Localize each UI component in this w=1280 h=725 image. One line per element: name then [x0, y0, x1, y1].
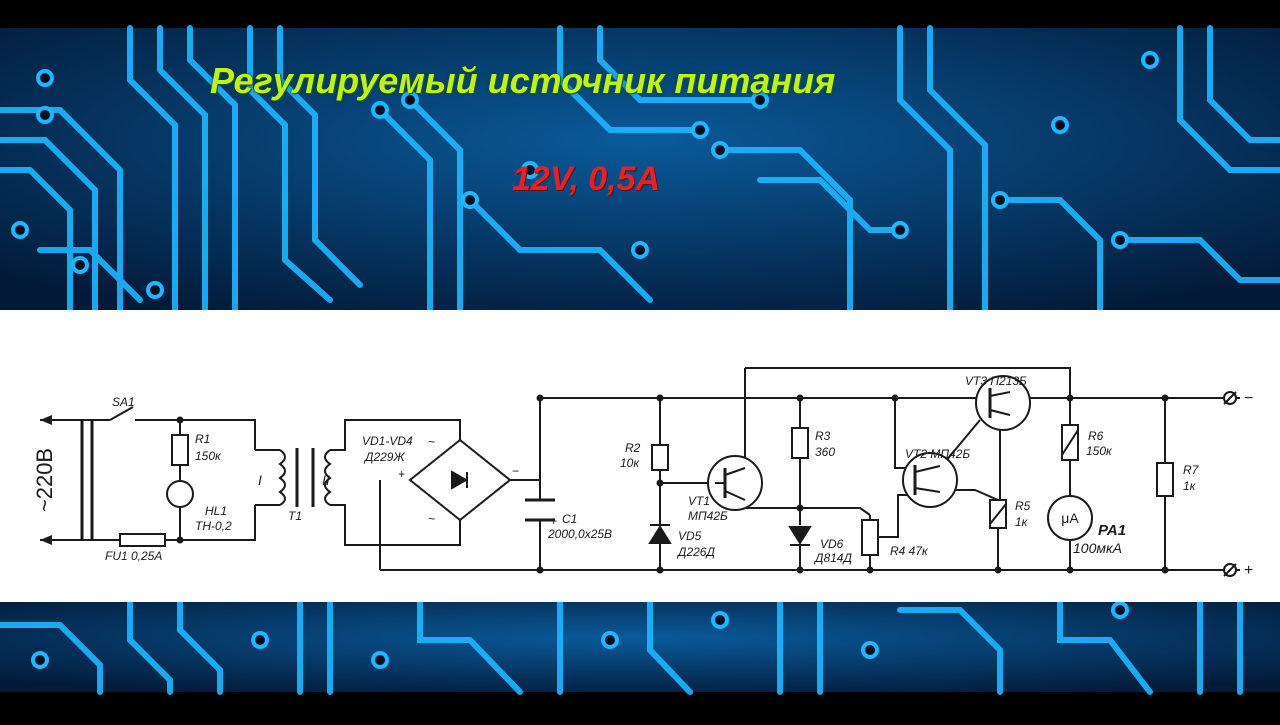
- label-c1: C1: [562, 512, 577, 526]
- label-vd1-vd4-value: Д229Ж: [363, 450, 405, 464]
- resistor-r1: [171, 434, 189, 466]
- label-sa1: SA1: [112, 395, 135, 409]
- label-bridge-minus: −: [512, 464, 519, 478]
- label-vt2: VT2 МП42Б: [905, 447, 970, 461]
- transistor-vt1: [707, 455, 763, 511]
- label-vt1-value: МП42Б: [688, 509, 728, 523]
- label-r2: R2: [625, 441, 641, 455]
- label-pa1: PA1: [1098, 522, 1126, 539]
- label-c1-value: 2000,0х25В: [547, 527, 612, 541]
- label-r1: R1: [195, 432, 210, 446]
- label-r3: R3: [815, 429, 831, 443]
- pcb-traces-top: [0, 25, 1280, 313]
- label-r2-value: 10к: [620, 456, 640, 470]
- label-out-minus: −: [1244, 390, 1253, 407]
- label-vd6-value: Д814Д: [813, 551, 852, 565]
- label-r4: R4 47к: [890, 544, 929, 558]
- coil-secondary: [324, 449, 332, 506]
- pcb-background-top: [0, 28, 1280, 310]
- potentiometer-r4: [861, 519, 879, 556]
- pcb-pads-bottom: [31, 601, 1129, 669]
- label-fu1: FU1 0,25A: [105, 549, 162, 563]
- schematic-components: [119, 375, 1237, 577]
- label-c1-plus: +: [550, 514, 557, 528]
- resistor-r7: [1156, 462, 1174, 497]
- zener-vd6: [788, 526, 812, 545]
- label-vt3: VT3 П213Б: [965, 374, 1027, 388]
- label-winding-1: I: [258, 472, 262, 488]
- label-vd1-vd4: VD1-VD4: [362, 434, 413, 448]
- label-r1-value: 150к: [195, 449, 222, 463]
- banner-subtitle: 12V, 0,5A: [512, 160, 661, 198]
- label-r7: R7: [1183, 463, 1200, 477]
- schematic-wires: [40, 367, 1240, 571]
- transistor-vt2: [902, 452, 958, 508]
- label-r5: R5: [1015, 499, 1031, 513]
- resistor-r2: [651, 444, 669, 471]
- mains-arrows: [40, 415, 52, 545]
- label-vd5: VD5: [678, 529, 702, 543]
- label-vd5-value: Д226Д: [676, 545, 715, 559]
- diode-vd5: [648, 525, 672, 544]
- pcb-pads-top: [11, 51, 1159, 299]
- label-bridge-ac-2: ~: [428, 512, 435, 526]
- label-out-plus: +: [1244, 562, 1253, 579]
- junction-dots: [176, 394, 1169, 574]
- label-bridge-plus: +: [398, 467, 405, 481]
- mains-label: ~220В: [32, 448, 57, 512]
- label-t1: T1: [288, 509, 302, 523]
- label-r7-value: 1к: [1183, 479, 1197, 493]
- pcb-background-bottom: [0, 602, 1280, 692]
- resistor-r3: [791, 427, 809, 459]
- label-r5-value: 1к: [1015, 515, 1029, 529]
- label-pa1-symbol: μA: [1061, 510, 1079, 526]
- label-r6: R6: [1088, 429, 1104, 443]
- label-bridge-ac-1: ~: [428, 435, 435, 449]
- coil-primary: [278, 449, 286, 506]
- label-pa1-value: 100мкА: [1073, 540, 1122, 556]
- fuse-fu1: [119, 533, 166, 547]
- label-vt1: VT1: [688, 494, 710, 508]
- label-r3-value: 360: [815, 445, 835, 459]
- microammeter-pa1: [1047, 495, 1093, 541]
- label-winding-2: II: [322, 472, 330, 488]
- label-vd6: VD6: [820, 537, 844, 551]
- banner-title: Регулируемый источник питания: [210, 60, 836, 101]
- label-hl1: HL1: [205, 504, 227, 518]
- lamp-hl1: [166, 480, 194, 508]
- pcb-traces-bottom: [0, 599, 1243, 695]
- label-hl1-value: ТН-0,2: [195, 519, 232, 533]
- label-r6-value: 150к: [1086, 444, 1113, 458]
